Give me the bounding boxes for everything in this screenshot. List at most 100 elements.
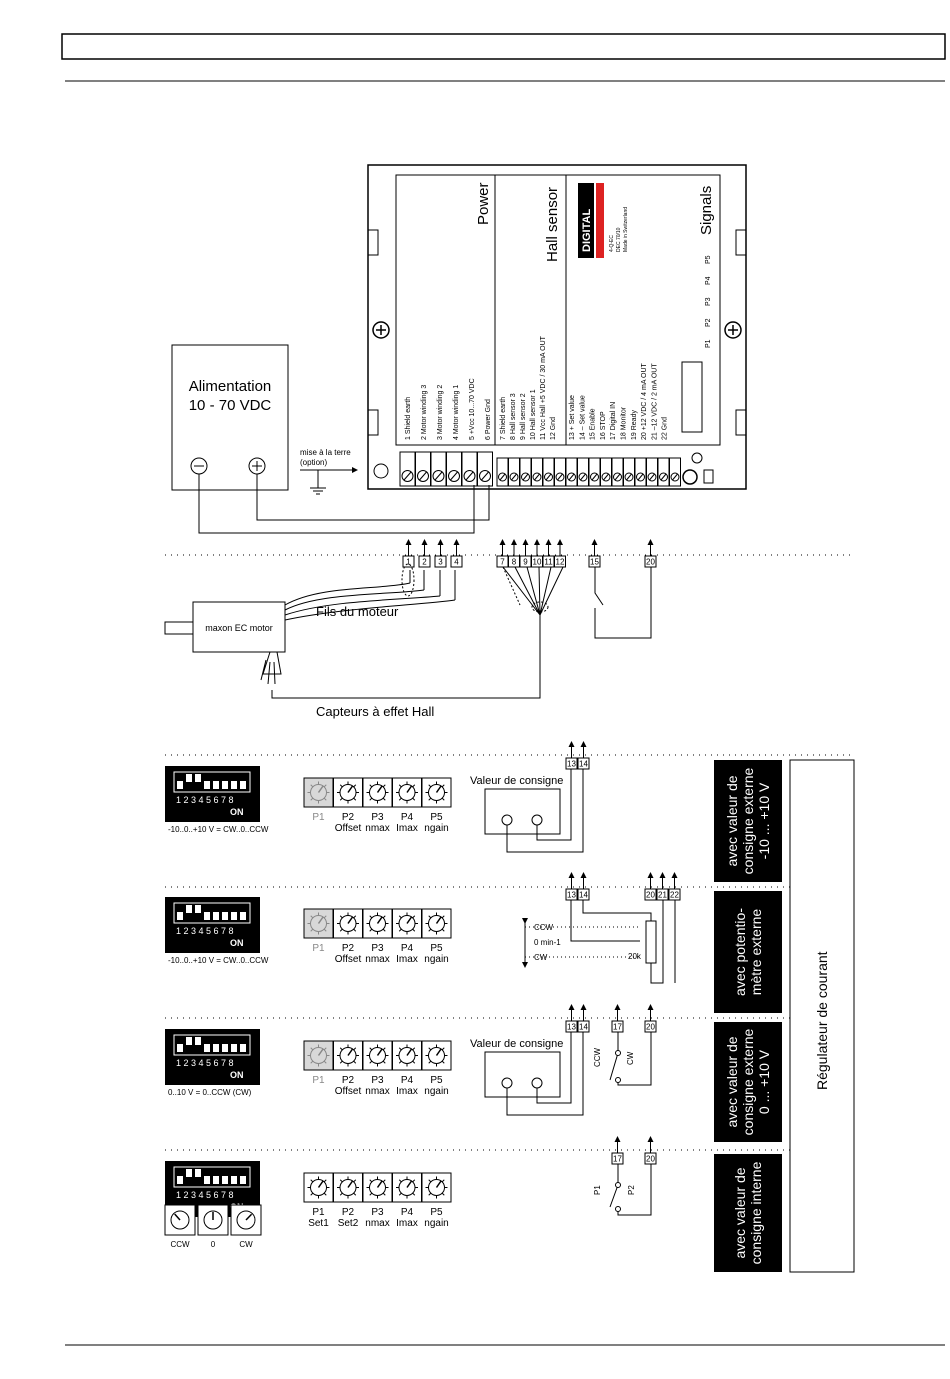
- board-pot-label: P3: [705, 297, 712, 306]
- knob-label: CW: [239, 1240, 253, 1249]
- pot-function: Imax: [396, 1218, 418, 1229]
- pot-function: nmax: [365, 1218, 389, 1229]
- terminal-number: 15: [590, 558, 599, 567]
- power-pin-label: 2 Motor winding 3: [421, 385, 428, 440]
- pot-value: 20k: [628, 952, 642, 961]
- terminal-number: 13: [567, 760, 576, 769]
- power-pin-label: 5 +Vcc 10...70 VDC: [469, 378, 476, 440]
- dip-on-label: ON: [230, 938, 244, 948]
- ec-motor: maxon EC motor: [164, 601, 286, 685]
- signal-pin-label: 14 – Set value: [579, 395, 586, 440]
- motor-label: maxon EC motor: [205, 623, 273, 633]
- pot-name: P3: [371, 943, 384, 954]
- terminal-number: 1: [406, 558, 411, 567]
- p1-label: P1: [593, 1185, 602, 1195]
- pot-name: P3: [371, 812, 384, 823]
- signal-pin-label: 17 Digital IN: [610, 402, 617, 440]
- dip-caption: -10..0..+10 V = CW..0..CCW: [168, 956, 269, 965]
- terminal-number: 3: [438, 558, 443, 567]
- header-box: [61, 33, 946, 60]
- knob-label: CCW: [170, 1240, 190, 1249]
- terminal-number: 4: [454, 558, 459, 567]
- power-pin-label: 1 Shield earth: [405, 397, 412, 440]
- pot-name: P5: [430, 812, 443, 823]
- power-supply: Alimentation 10 - 70 VDC: [171, 344, 289, 491]
- knob-label: 0: [211, 1240, 216, 1249]
- pot-function: Offset: [335, 954, 362, 965]
- power-pin-label: 6 Power Gnd: [485, 399, 492, 440]
- pot-name: P1: [312, 1207, 325, 1218]
- terminal-number: 17: [613, 1155, 622, 1164]
- mode-side-label: [714, 1022, 782, 1142]
- setpoint-source: [484, 788, 561, 835]
- mode-side-text: consigne externe: [740, 1028, 756, 1135]
- pot-name: P2: [342, 1075, 355, 1086]
- regulator-box: [789, 759, 855, 1273]
- pot-name: P3: [371, 1075, 384, 1086]
- power-pin-label: 3 Motor winding 2: [437, 385, 444, 440]
- mode-side-label: [714, 891, 782, 1013]
- mode-side-label: [714, 1154, 782, 1272]
- zero-label: 0 min-1: [534, 938, 561, 947]
- hall-pin-label: 10 Hall sensor 1: [530, 389, 537, 440]
- earth-option: (option): [300, 458, 327, 467]
- pot-function: ngain: [424, 1218, 448, 1229]
- label-line: DEC 70/10: [616, 227, 622, 252]
- terminal-number: 12: [556, 558, 565, 567]
- ccw-label: CCW: [593, 1047, 602, 1067]
- terminal-number: 20: [646, 558, 655, 567]
- hall-title: Hall sensor: [544, 187, 561, 262]
- mode-side-text: -10 ... +10 V: [756, 782, 772, 859]
- mode-side-text: avec valeur de: [724, 775, 740, 866]
- hall-pin-label: 8 Hall sensor 3: [510, 393, 517, 440]
- terminal-number: 17: [613, 1023, 622, 1032]
- mode-1: 1 2 3 4 5 6 7 8ON-10..0..+10 V = CW..0..…: [165, 741, 782, 882]
- signals-title: Signals: [698, 186, 715, 235]
- hall-pin-label: 9 Hall sensor 2: [520, 393, 527, 440]
- signal-pin-label: 22 Gnd: [662, 417, 669, 440]
- pot-function: nmax: [365, 954, 389, 965]
- hall-pin-label: 7 Shield earth: [500, 397, 507, 440]
- mode-side-text: 0 ... +10 V: [756, 1049, 772, 1114]
- terminal-number: 9: [523, 558, 528, 567]
- p2-label: P2: [627, 1185, 636, 1195]
- mode-2: 1 2 3 4 5 6 7 8 ON -10..0..+10 V = CW..0..…: [165, 872, 782, 1013]
- signal-pin-label: 16 STOP: [600, 411, 607, 440]
- screw-icon: [373, 463, 389, 479]
- dip-numbers: 1 2 3 4 5 6 7 8: [176, 1058, 234, 1068]
- pot-name: P5: [430, 943, 443, 954]
- setpoint-label: Valeur de consigne: [470, 1038, 563, 1050]
- terminal-number: 13: [567, 891, 576, 900]
- dip-numbers: 1 2 3 4 5 6 7 8: [176, 795, 234, 805]
- signal-pin-label: 18 Monitor: [621, 406, 628, 440]
- pot-name: P4: [401, 1075, 414, 1086]
- setpoint-label: Valeur de consigne: [470, 775, 563, 787]
- dip-numbers: 1 2 3 4 5 6 7 8: [176, 926, 234, 936]
- pot-name: P2: [342, 1207, 355, 1218]
- mode-side-text: consigne externe: [740, 767, 756, 874]
- hall-pin-label: 12 Gnd: [550, 417, 557, 440]
- motor-wires-label: Fils du moteur: [316, 604, 399, 619]
- pot-function: Offset: [335, 823, 362, 834]
- terminal-number: 2: [422, 558, 427, 567]
- power-title: Power: [475, 182, 492, 225]
- pot-function: Set1: [308, 1218, 329, 1229]
- mode-4: 1 2 3 4 5 6 7 8ONP1Set1P2Set2P3nmaxP4Ima…: [164, 1136, 782, 1272]
- power-pin-list: 1 Shield earth 2 Motor winding 3 3 Motor w…: [405, 378, 492, 440]
- brand-logo: DIGITAL: [581, 209, 593, 252]
- signal-pin-label: 13 + Set value: [569, 395, 576, 440]
- supply-title: Alimentation: [189, 378, 272, 395]
- board-pot-label: P5: [705, 255, 712, 264]
- pot-name: P1: [312, 1075, 325, 1086]
- power-pin-label: 4 Motor winding 1: [453, 385, 460, 440]
- supply-voltage: 10 - 70 VDC: [189, 397, 272, 414]
- pot-name: P5: [430, 1075, 443, 1086]
- terminal-number: 13: [567, 1023, 576, 1032]
- pot-function: Offset: [335, 1086, 362, 1097]
- dip-on-label: ON: [230, 807, 244, 817]
- pot-function: ngain: [424, 954, 448, 965]
